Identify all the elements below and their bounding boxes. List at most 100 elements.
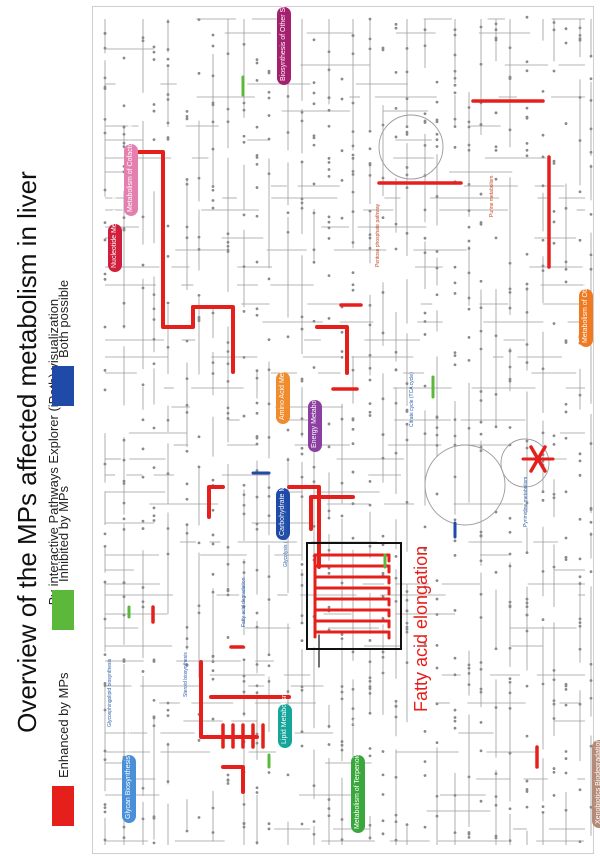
metabolite-node (122, 836, 126, 840)
metabolite-node (267, 277, 271, 281)
metabolite-node (453, 281, 457, 285)
metabolite-node (267, 598, 271, 601)
metabolite-node (211, 372, 215, 375)
metabolite-node (394, 775, 398, 779)
metabolite-node (242, 493, 246, 497)
category-pill-lipid[interactable]: Lipid Metabolism (278, 691, 292, 748)
metabolite-node (494, 803, 498, 807)
metabolite-node (267, 514, 271, 518)
metabolite-node (327, 50, 331, 54)
metabolite-node (435, 443, 439, 447)
category-pill-energy[interactable]: Energy Metabolism (308, 388, 322, 452)
metabolite-node (368, 676, 372, 680)
metabolite-node (327, 548, 331, 552)
metabolite-node (494, 706, 498, 709)
metabolite-node (351, 271, 355, 275)
metabolite-node (255, 376, 259, 380)
metabolite-node (368, 687, 372, 690)
metabolite-node (185, 411, 189, 414)
metabolite-node (255, 436, 259, 440)
metabolite-node (381, 433, 385, 436)
metabolite-node (589, 744, 593, 748)
metabolite-node (255, 522, 259, 526)
pathway-map[interactable]: Glycan Biosynthesis and Metabolism Lipid… (92, 0, 600, 854)
metabolite-node (211, 188, 215, 192)
category-pill-terpenoids[interactable]: Metabolism of Terpenoids and Polyketides (351, 698, 365, 833)
metabolite-node (578, 190, 582, 194)
metabolite-node (242, 140, 246, 144)
metabolite-node (351, 101, 355, 105)
metabolite-node (564, 341, 568, 344)
category-pill-glycan[interactable]: Glycan Biosynthesis and Metabolism (122, 705, 136, 823)
enhanced-pathway (191, 305, 235, 374)
metabolite-node (453, 609, 457, 612)
metabolite-node (226, 244, 230, 248)
metabolite-node (226, 587, 230, 591)
metabolite-node (300, 201, 304, 205)
metabolite-node (381, 176, 385, 180)
metabolite-node (312, 820, 316, 823)
metabolite-node (327, 807, 331, 810)
metabolite-node (578, 393, 582, 397)
metabolite-node (394, 135, 398, 139)
metabolite-node (351, 172, 355, 176)
metabolite-node (312, 136, 316, 140)
metabolite-node (255, 663, 259, 666)
metabolite-node (242, 483, 246, 487)
metabolite-node (525, 501, 529, 505)
metabolite-node (166, 714, 170, 717)
metabolite-node (267, 822, 271, 826)
metabolite-node (494, 145, 498, 149)
metabolite-node (152, 45, 156, 49)
metabolite-node (479, 62, 483, 66)
metabolite-node (242, 674, 246, 678)
category-pill-nucleotide[interactable]: Nucleotide Metabolism (108, 197, 122, 272)
category-pill-secondary[interactable]: Biosynthesis of Other Secondary Metaboli… (277, 0, 291, 85)
metabolite-node (197, 176, 201, 180)
metabolite-node (423, 320, 427, 323)
metabolite-node (242, 108, 246, 112)
metabolite-node (564, 771, 568, 775)
metabolite-node (494, 393, 498, 396)
metabolite-node (453, 719, 457, 723)
metabolite-node (564, 27, 568, 31)
metabolite-node (494, 795, 498, 799)
category-pill-amino-acid[interactable]: Amino Acid Metabolism (276, 347, 290, 424)
metabolite-node (435, 250, 439, 253)
metabolite-node (103, 749, 107, 753)
metabolite-node (327, 724, 331, 728)
metabolite-node (122, 125, 126, 129)
category-pill-other-amino[interactable]: Metabolism of Other Amino Acids (579, 240, 593, 347)
pathway-network[interactable] (93, 7, 593, 853)
category-pill-xenobiotics[interactable]: Xenobiotics Biodegradation and Metabolis… (592, 687, 600, 828)
metabolite-node (152, 514, 156, 518)
metabolite-node (564, 558, 568, 562)
legend-swatch-enhanced (52, 786, 74, 826)
metabolite-node (211, 120, 215, 124)
metabolite-node (122, 595, 126, 599)
metabolite-node (351, 687, 355, 691)
category-pill-cofactors[interactable]: Metabolism of Cofactors and Vitamins (124, 94, 138, 216)
metabolite-node (541, 618, 545, 622)
metabolite-node (122, 825, 126, 829)
metabolite-node (494, 149, 498, 152)
metabolite-node (368, 414, 372, 417)
metabolite-node (185, 110, 189, 113)
metabolite-node (368, 147, 372, 151)
metabolite-node (394, 22, 398, 26)
metabolite-node (152, 50, 156, 54)
metabolite-node (351, 170, 355, 173)
metabolite-node (185, 377, 189, 381)
metabolite-node (578, 37, 582, 41)
metabolite-node (394, 247, 398, 251)
metabolite-node (435, 80, 439, 84)
metabolite-node (122, 658, 126, 662)
metabolite-node (340, 740, 344, 743)
map-label-3: Fatty acid degradation (241, 577, 247, 627)
metabolite-node (368, 209, 372, 213)
metabolite-node (508, 646, 512, 650)
metabolite-node (122, 104, 126, 108)
metabolite-node (197, 435, 201, 439)
metabolite-node (300, 573, 304, 576)
metabolite-node (351, 153, 355, 157)
